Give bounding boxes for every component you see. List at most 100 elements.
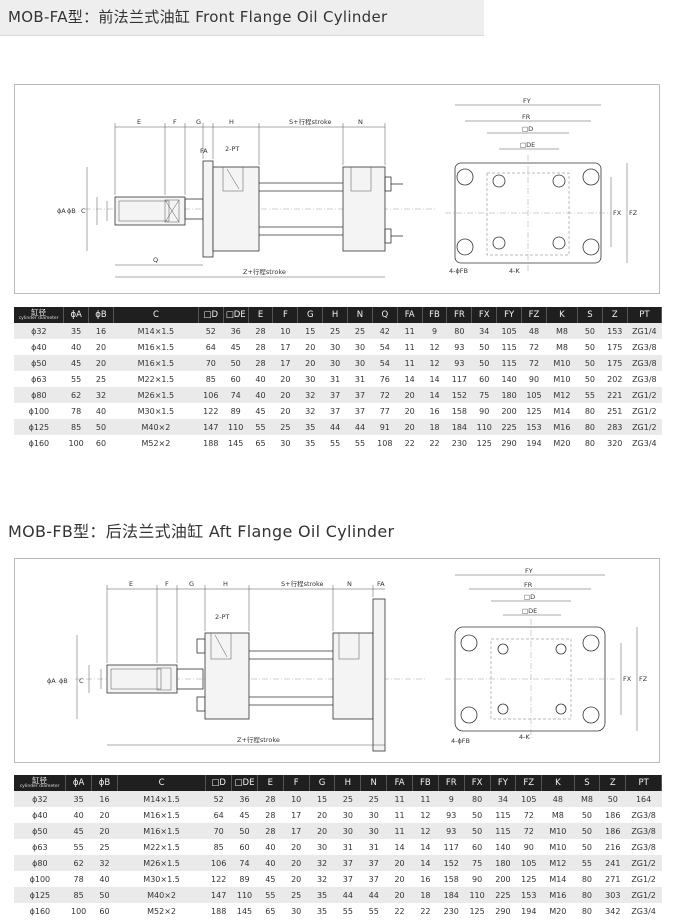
table-cell: 76 — [372, 371, 398, 387]
table-cell: 31 — [360, 839, 387, 855]
col-header: FZ — [515, 775, 543, 791]
table-cell: 188 — [198, 435, 224, 451]
table-cell: M22×1.5 — [113, 371, 199, 387]
table-cell: 50 — [91, 887, 118, 903]
table-cell: 28 — [257, 823, 284, 839]
table-cell: 44 — [360, 887, 387, 903]
col-header: PT — [625, 775, 662, 791]
table-cell: 25 — [322, 323, 348, 339]
table-cell: 72 — [515, 823, 542, 839]
table-cell: 34 — [490, 791, 516, 807]
col-header: E — [257, 775, 284, 791]
table-cell: 110 — [223, 419, 249, 435]
table-cell: 115 — [490, 823, 516, 839]
table-cell: 25 — [334, 791, 361, 807]
table-cell: 37 — [347, 403, 373, 419]
dim-f-label: F — [173, 118, 177, 126]
table-cell: ZG3/4 — [625, 903, 662, 919]
table-cell: 106 — [205, 855, 232, 871]
col-header: □DE — [223, 307, 249, 323]
table-cell: 20 — [397, 387, 423, 403]
table-cell: 10 — [272, 323, 298, 339]
table-cell: 202 — [602, 371, 628, 387]
table-cell: ϕ125 — [14, 887, 66, 903]
table-cell: 80 — [464, 791, 491, 807]
table-cell: 35 — [297, 435, 323, 451]
table-cell: 44 — [334, 887, 361, 903]
dim-fz-label-b: FZ — [639, 675, 648, 683]
table-cell: 11 — [412, 791, 439, 807]
table-cell: 18 — [422, 419, 447, 435]
table-cell: 194 — [521, 435, 547, 451]
table-cell: 36 — [231, 791, 258, 807]
table-cell: M12 — [541, 855, 575, 871]
table-cell: 37 — [347, 387, 373, 403]
table-cell: 14 — [422, 387, 447, 403]
table-cell: ϕ160 — [14, 903, 66, 919]
table-cell: 50 — [471, 355, 497, 371]
col-header: FX — [471, 307, 498, 323]
table-cell: M20 — [541, 903, 575, 919]
table-cell: 37 — [360, 855, 387, 871]
table-cell: 30 — [297, 371, 323, 387]
port-pt-label: 2-PT — [225, 145, 239, 153]
table-cell: 30 — [322, 339, 348, 355]
col-header: FY — [496, 307, 523, 323]
table-cell: M16×1.5 — [113, 339, 199, 355]
col-header: C — [113, 307, 199, 323]
table-cell: 14 — [397, 371, 423, 387]
table-cell: 72 — [515, 807, 542, 823]
table-cell: 85 — [63, 419, 89, 435]
front-flange-cylinder-drawing: E F G H S+行程stroke N FA 2-PT ϕA ϕB C Q Z… — [57, 97, 638, 278]
col-header: S — [574, 775, 601, 791]
table-cell: 50 — [577, 339, 603, 355]
table-cell: 32 — [297, 403, 323, 419]
dim-z-label: Z+行程stroke — [243, 267, 286, 276]
table-cell: 16 — [412, 871, 439, 887]
table-cell: 35 — [309, 903, 335, 919]
table-cell: 64 — [198, 339, 224, 355]
table-cell: 44 — [322, 419, 348, 435]
table-cell: 89 — [231, 871, 258, 887]
table-cell: 17 — [283, 807, 310, 823]
table-cell: 20 — [283, 855, 310, 871]
table-cell: 55 — [322, 435, 348, 451]
table-cell: 25 — [347, 323, 373, 339]
table-cell: 20 — [272, 371, 298, 387]
table-cell: 65 — [248, 435, 273, 451]
dim-n-label-b: N — [347, 580, 352, 588]
table-cell: 50 — [464, 823, 491, 839]
table-cell: ZG3/8 — [625, 807, 662, 823]
table-cell: 72 — [372, 387, 398, 403]
col-header: G — [309, 775, 336, 791]
table-cell: 125 — [521, 403, 547, 419]
table-cell: M8 — [541, 807, 575, 823]
table-cell: 100 — [63, 435, 89, 451]
dim-phi-a-label: ϕA — [57, 207, 66, 215]
dim-de-label: □DE — [520, 141, 535, 149]
table-cell: 40 — [65, 807, 92, 823]
table-cell: 152 — [446, 387, 472, 403]
table-cell: 230 — [438, 903, 465, 919]
table-cell: 32 — [309, 871, 335, 887]
table-cell: 80 — [574, 871, 600, 887]
table-cell: 200 — [496, 403, 522, 419]
col-header: H — [322, 307, 349, 323]
dim-phi-b-label: ϕB — [67, 207, 76, 215]
table-cell: 93 — [446, 355, 472, 371]
table-cell: 20 — [283, 871, 310, 887]
dim-s-label-b: S+行程stroke — [281, 579, 324, 588]
table-cell: 14 — [422, 371, 447, 387]
col-header: □D — [198, 307, 224, 323]
table-cell: 50 — [577, 323, 603, 339]
col-header: PT — [627, 307, 663, 323]
dim-fr-label-b: FR — [524, 581, 533, 589]
table-cell: 37 — [322, 387, 348, 403]
table-cell: 145 — [223, 435, 249, 451]
table-cell: 55 — [577, 387, 603, 403]
table-cell: 50 — [464, 807, 491, 823]
table-cell: 140 — [490, 839, 516, 855]
